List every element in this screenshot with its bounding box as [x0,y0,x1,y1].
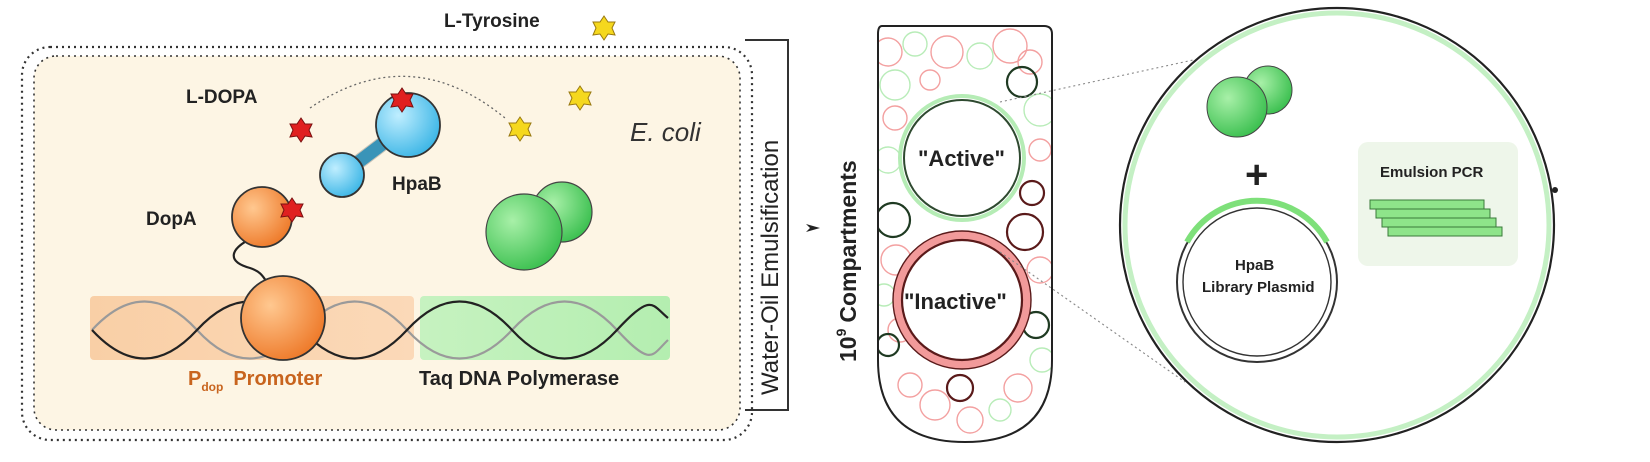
inactive-label: "Inactive" [904,289,1007,314]
pcr-product-icon [1369,199,1503,237]
zoom-line-top [999,39,1286,103]
l-tyrosine-label: L-Tyrosine [444,11,540,32]
star-icon [390,87,414,113]
emulsification-label: Water-Oil Emulsification [757,140,784,395]
plasmid-icon [1176,197,1338,363]
star-icon [568,85,592,111]
arrowhead-icon [806,224,820,232]
plasmid-label-line2: Library Plasmid [1202,279,1315,296]
e-coli-label: E. coli [630,117,702,147]
star-icon [280,197,304,223]
dopa-label: DopA [146,209,197,230]
compartments-label: 109Compartments [833,160,861,362]
active-label: "Active" [918,146,1005,171]
hpab-enzyme [319,92,441,198]
inactive-droplet [893,231,1031,369]
emulsion-pcr-label: Emulsion PCR [1380,164,1484,181]
star-icon [592,15,616,41]
plus-sign: + [1245,153,1268,197]
polymerase-icon [485,181,593,271]
polymerase-icon [1206,65,1293,138]
star-icon [508,116,532,142]
reaction-arc [309,75,506,119]
star-icon [289,117,313,143]
hpab-label: HpaB [392,174,442,195]
l-dopa-star-1 [289,117,313,143]
plasmid-label-line1: HpaB [1235,257,1274,274]
taq-label: Taq DNA Polymerase [419,368,619,390]
l-dopa-label: L-DOPA [186,87,258,108]
emulsification-bracket: Water-Oil Emulsification [745,39,789,411]
emulsion-pcr-box: Emulsion PCR [1358,142,1518,266]
emulsion-tube: "Active" "Inactive" [877,25,1053,444]
active-droplet [898,94,1026,222]
dna-helix [91,300,669,360]
taq-gene-region [420,296,670,360]
dopa-protein [231,186,326,361]
